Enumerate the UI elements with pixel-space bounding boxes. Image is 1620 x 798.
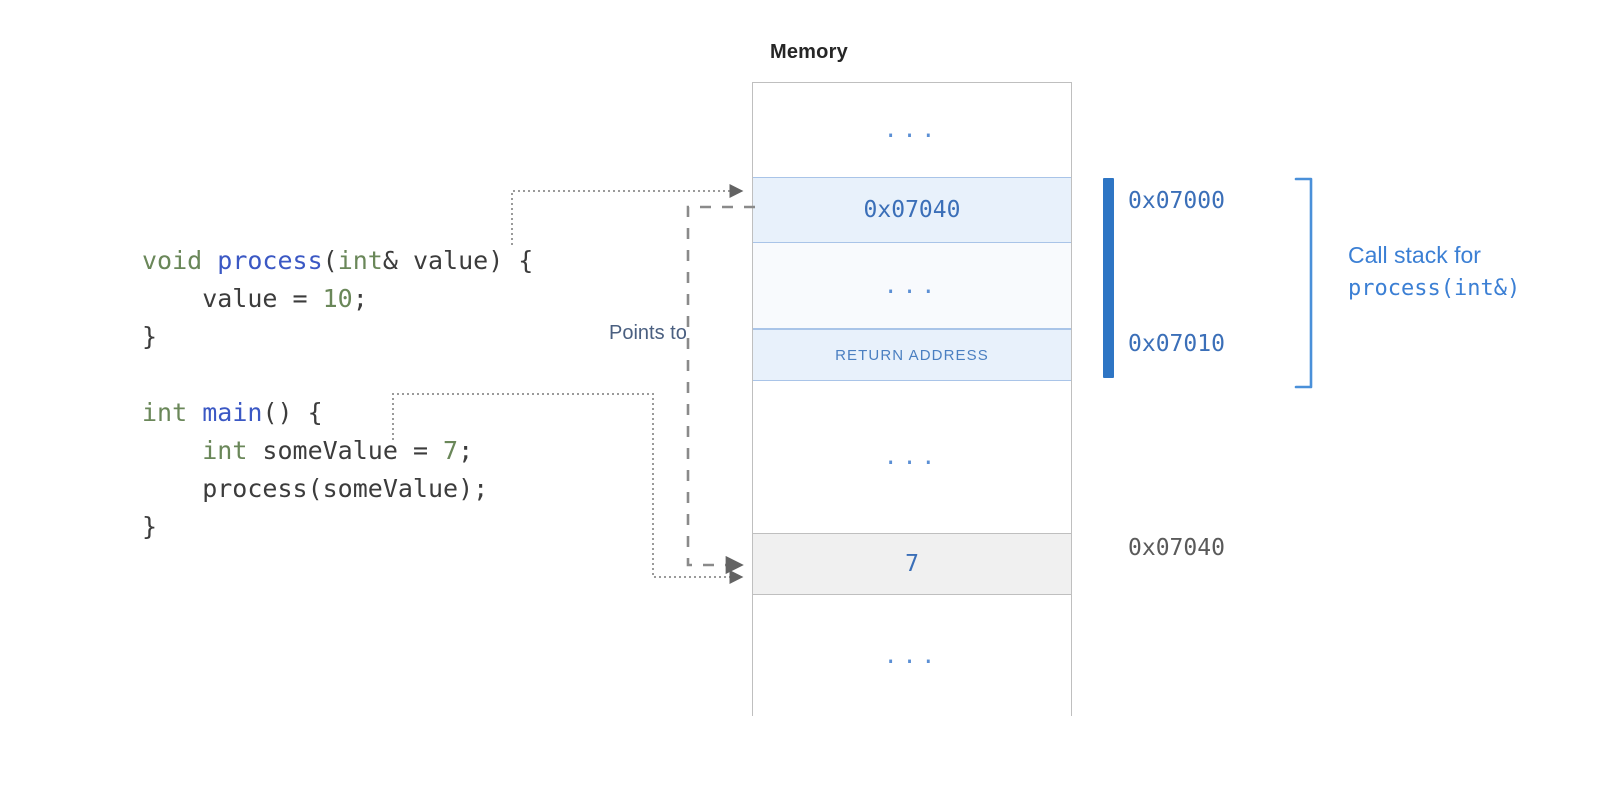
code-token: 10 — [322, 284, 353, 313]
code-token: main — [202, 398, 263, 427]
connector-value-to-pointer-cell — [511, 184, 744, 245]
mem-row-return-address: RETURN ADDRESS — [753, 329, 1071, 381]
memory-cell-value: 0x07040 — [863, 197, 961, 223]
code-line-4 — [142, 356, 533, 394]
code-line-8: } — [142, 508, 533, 546]
mem-row-top-ellipsis: ... — [753, 83, 1071, 177]
call-stack-extent-bar — [1103, 178, 1114, 378]
mem-row-mid-ellipsis: ... — [753, 381, 1071, 533]
code-token: int — [142, 398, 203, 427]
code-token: someValue = — [247, 436, 444, 465]
code-token: () { — [262, 398, 323, 427]
call-stack-label-line2: process(int&) — [1348, 276, 1521, 301]
code-token: ; — [352, 284, 368, 313]
memory-title: Memory — [770, 41, 848, 63]
code-token: ( — [322, 246, 338, 275]
memory-cell-value: ... — [883, 117, 941, 143]
code-token — [142, 360, 157, 389]
connector-pointer-to-value-cell — [686, 205, 755, 575]
code-token: value = — [142, 284, 323, 313]
points-to-label: Points to — [609, 322, 687, 344]
code-line-7: process(someValue); — [142, 470, 533, 508]
code-token: } — [142, 512, 158, 541]
code-line-6: int someValue = 7; — [142, 432, 533, 470]
address-label-0x07000: 0x07000 — [1128, 188, 1225, 214]
code-line-1: void process(int& value) { — [142, 242, 533, 280]
call-stack-label-line1: Call stack for — [1348, 242, 1481, 268]
call-stack-label: Call stack for process(int&) — [1348, 238, 1520, 306]
code-line-2: value = 10; — [142, 280, 533, 318]
call-stack-bracket-icon — [1294, 177, 1313, 389]
memory-cell-value: ... — [883, 272, 941, 299]
memory-cell-value: ... — [883, 444, 941, 470]
code-line-5: int main() { — [142, 394, 533, 432]
code-token: & value) { — [382, 246, 534, 275]
mem-row-value: 7 — [753, 533, 1071, 595]
code-token: ; — [458, 436, 474, 465]
memory-cell-value: ... — [883, 643, 941, 669]
code-token: int — [202, 436, 248, 465]
mem-row-pointer: 0x07040 — [753, 177, 1071, 243]
address-label-0x07010: 0x07010 — [1128, 331, 1225, 357]
code-token: process — [217, 246, 323, 275]
address-label-0x07040: 0x07040 — [1128, 535, 1225, 561]
code-line-3: } — [142, 318, 533, 356]
memory-cell-value: RETURN ADDRESS — [835, 346, 989, 364]
code-token: 7 — [443, 436, 459, 465]
source-code-block: void process(int& value) { value = 10;} … — [142, 242, 533, 546]
memory-table: ... 0x07040... RETURN ADDRESS... 7... — [752, 82, 1072, 717]
code-token: int — [337, 246, 383, 275]
mem-row-bottom-ellipsis: ... — [753, 595, 1071, 717]
mem-row-stack-ellipsis: ... — [753, 243, 1071, 329]
code-token — [142, 436, 202, 465]
code-token: process(someValue); — [142, 474, 489, 503]
code-token: } — [142, 322, 158, 351]
memory-cell-value: 7 — [905, 551, 919, 577]
code-token: void — [142, 246, 218, 275]
